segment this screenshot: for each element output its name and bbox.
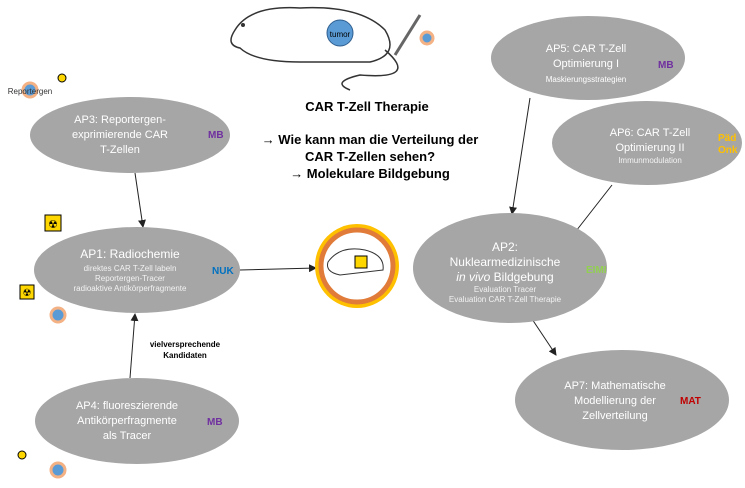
svg-text:☢: ☢ [23, 288, 32, 299]
svg-text:AP3: Reportergen-: AP3: Reportergen- [74, 114, 166, 126]
arrow-ap1-ap2 [239, 264, 317, 273]
svg-text:☢: ☢ [48, 219, 58, 231]
partner-tag: MB [208, 130, 224, 141]
radioactive-icon: ☢ [44, 214, 62, 232]
diagram-title: CAR T-Zell Therapie [305, 99, 429, 114]
partner-tag: MAT [680, 396, 701, 407]
partner-tag: NUK [212, 266, 234, 277]
partner-tag: EIMI [586, 265, 607, 276]
arrow-label: vielversprechende [150, 340, 221, 349]
svg-text:als Tracer: als Tracer [103, 430, 152, 442]
car-t-cell-icon [419, 30, 435, 46]
arrow-ap4-ap1 [129, 313, 139, 379]
svg-text:Modellierung der: Modellierung der [574, 395, 656, 407]
svg-text:AP4: fluoreszierende: AP4: fluoreszierende [76, 400, 178, 412]
arrow-ap5-ap2 [509, 97, 531, 215]
node-ap3: AP3: Reportergen- exprimierende CAR T-Ze… [30, 97, 230, 173]
svg-text:AP7: Mathematische: AP7: Mathematische [564, 380, 666, 392]
radioactive-antibody-icon: ☢ [19, 284, 67, 324]
fluorescent-antibody-icon [17, 450, 67, 479]
svg-text:AP6: CAR T-Zell: AP6: CAR T-Zell [610, 127, 691, 139]
svg-text:Immunmodulation: Immunmodulation [618, 156, 682, 165]
svg-text:Optimierung I: Optimierung I [553, 58, 619, 70]
arrow-label: Kandidaten [163, 351, 207, 360]
reporter-gene-icon: Reportergen [8, 73, 67, 99]
svg-text:Optimierung II: Optimierung II [615, 142, 684, 154]
question-line: CAR T-Zellen sehen? [305, 149, 435, 164]
arrow-ap3-ap1 [134, 172, 146, 228]
node-ap5: AP5: CAR T-Zell Optimierung I Maskierung… [491, 16, 685, 100]
svg-text:T-Zellen: T-Zellen [100, 144, 140, 156]
arrow-ap2-ap7 [529, 315, 557, 356]
svg-text:Maskierungsstrategien: Maskierungsstrategien [546, 75, 626, 84]
svg-text:direktes CAR T-Zell labeln: direktes CAR T-Zell labeln [84, 264, 177, 273]
svg-text:radioaktive Antikörperfragment: radioaktive Antikörperfragmente [74, 284, 188, 293]
svg-text:Reportergen-Tracer: Reportergen-Tracer [95, 274, 165, 283]
svg-text:Reportergen: Reportergen [8, 87, 52, 96]
node-ap7: AP7: Mathematische Modellierung der Zell… [515, 350, 729, 450]
mouse-imaging-icon [315, 224, 399, 308]
svg-text:Zellverteilung: Zellverteilung [582, 410, 647, 422]
tumor-label: tumor [330, 30, 351, 39]
node-ap6: AP6: CAR T-Zell Optimierung II Immunmodu… [552, 101, 742, 185]
svg-text:AP1: Radiochemie: AP1: Radiochemie [80, 247, 180, 261]
question-line: → Molekulare Bildgebung [290, 166, 450, 181]
partner-tag: Päd [718, 133, 736, 144]
node-ap4: AP4: fluoreszierende Antikörperfragmente… [35, 378, 239, 464]
tumor-icon [326, 19, 354, 47]
mouse-illustration: tumor [230, 6, 435, 91]
node-ap2: AP2: Nuklearmedizinische in vivo Bildgeb… [413, 213, 607, 323]
svg-text:AP5: CAR T-Zell: AP5: CAR T-Zell [546, 43, 627, 55]
svg-text:Evaluation Tracer: Evaluation Tracer [474, 285, 537, 294]
partner-tag: Onk [718, 145, 738, 156]
svg-text:Evaluation CAR T-Zell Therapie: Evaluation CAR T-Zell Therapie [449, 295, 562, 304]
partner-tag: MB [207, 417, 223, 428]
node-ap1: AP1: Radiochemie direktes CAR T-Zell lab… [34, 227, 240, 313]
question-line: → Wie kann man die Verteilung der [262, 132, 479, 147]
syringe-icon [393, 14, 422, 56]
svg-text:AP2:: AP2: [492, 240, 518, 254]
svg-text:in vivo Bildgebung: in vivo Bildgebung [456, 270, 553, 284]
svg-text:Nuklearmedizinische: Nuklearmedizinische [450, 255, 561, 269]
svg-text:exprimierende CAR: exprimierende CAR [72, 129, 168, 141]
partner-tag: MB [658, 60, 674, 71]
svg-text:Antikörperfragmente: Antikörperfragmente [77, 415, 177, 427]
